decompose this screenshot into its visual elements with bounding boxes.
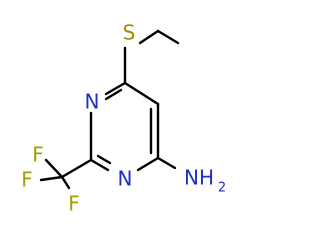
atom-sulfur: S [123,21,136,45]
bond-c6-n1-double [104,88,123,101]
bond-c2-n3-double [96,154,112,165]
atom-fluorine-top: F [32,143,44,167]
bond-methyl-end [156,29,180,45]
bond-cf3-f-top [44,158,64,179]
atom-fluorine-bottom: F [68,192,80,216]
molecule-structure-canvas: S N N NH 2 F F F [21,21,226,216]
atom-nitrogen-bottom: N [118,167,133,191]
atom-amine-subscript: 2 [218,181,226,196]
atom-fluorine-left: F [21,168,33,192]
bond-c5-c6 [123,81,160,106]
bond-c2-n3 [89,158,110,172]
bond-s-methyl [138,29,160,45]
bonds [39,29,180,190]
bond-c2-cf3 [60,158,93,179]
bond-c6-n1 [104,81,127,96]
bond-n3-c4 [136,156,160,172]
bond-cf3-f-bottom [60,175,71,190]
atom-amine: NH [184,166,214,190]
atom-nitrogen-top: N [85,90,100,114]
atom-labels: S N N NH 2 F F F [21,21,226,216]
bond-cf3-f-left [39,175,64,182]
bond-c4-nh2 [156,156,177,170]
